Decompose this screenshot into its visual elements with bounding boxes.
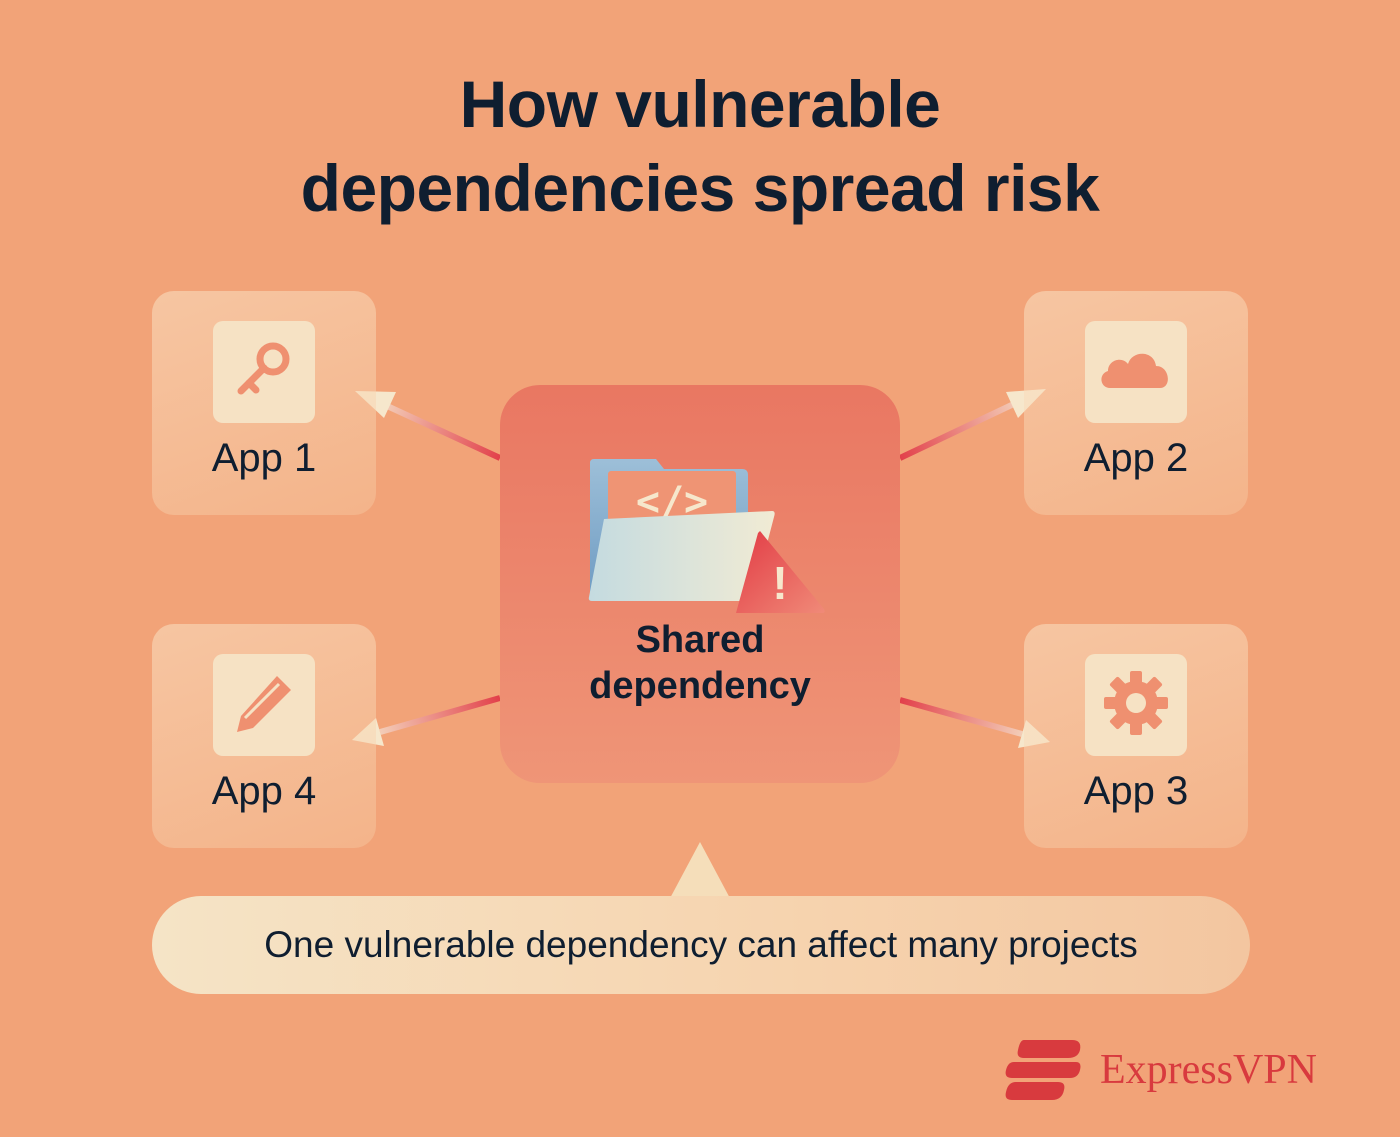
title-line-2: dependencies spread risk: [300, 151, 1100, 225]
app-icon-tile: [1085, 654, 1187, 756]
pencil-icon: [229, 668, 299, 743]
code-folder-warning-icon: </> !: [586, 457, 830, 622]
center-label-line-1: Shared: [635, 619, 765, 661]
cloud-icon: [1096, 340, 1176, 405]
shared-dependency-label: Shared dependency: [500, 617, 900, 709]
brand-name: ExpressVPN: [1100, 1047, 1317, 1093]
app-label: App 3: [1083, 769, 1189, 813]
shared-dependency-card: </> ! Shared dependency: [500, 385, 900, 783]
app-card-1: App 1: [152, 291, 376, 515]
callout-banner: One vulnerable dependency can affect man…: [152, 896, 1250, 994]
expressvpn-logo-icon: [1002, 1038, 1084, 1109]
app-label: App 1: [211, 436, 317, 480]
app-icon-tile: [213, 321, 315, 423]
app-icon-tile: [213, 654, 315, 756]
key-icon: [229, 335, 299, 410]
gear-icon: [1100, 667, 1172, 744]
callout-pointer: [668, 842, 732, 902]
app-card-3: App 3: [1024, 624, 1248, 848]
warning-glyph: !: [772, 557, 787, 609]
diagram-title: How vulnerable dependencies spread risk: [0, 62, 1400, 230]
app-label: App 4: [211, 769, 317, 813]
app-card-2: App 2: [1024, 291, 1248, 515]
app-card-4: App 4: [152, 624, 376, 848]
arrow-to-app-1: [355, 391, 502, 461]
title-line-1: How vulnerable: [459, 67, 941, 141]
app-icon-tile: [1085, 321, 1187, 423]
app-label: App 2: [1083, 436, 1189, 480]
center-label-line-2: dependency: [589, 665, 811, 707]
callout-text: One vulnerable dependency can affect man…: [264, 924, 1138, 965]
